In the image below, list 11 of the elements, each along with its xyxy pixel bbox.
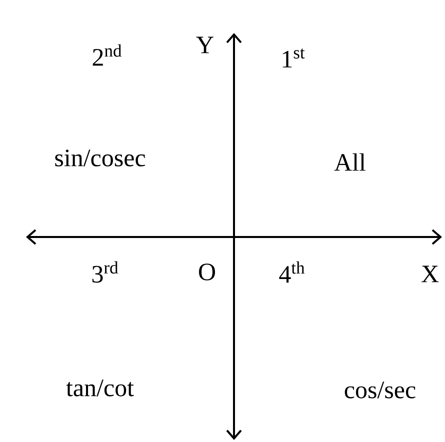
axis-label: X — [422, 266, 439, 282]
axis-label: Y — [196, 36, 214, 54]
quadrant-label: 3$^{rd}$ — [92, 261, 118, 283]
function-label: tan/cot — [66, 380, 134, 396]
function-label: sin/cosec — [55, 150, 146, 166]
function-label: All — [334, 153, 366, 171]
quadrant-label: 2$^{nd}$ — [92, 44, 122, 66]
quadrant-label: 4$^{th}$ — [279, 261, 305, 283]
quadrant-label: 1$^{st}$ — [282, 48, 305, 68]
origin-label: O — [199, 264, 215, 280]
function-label: cos/sec — [344, 382, 416, 398]
